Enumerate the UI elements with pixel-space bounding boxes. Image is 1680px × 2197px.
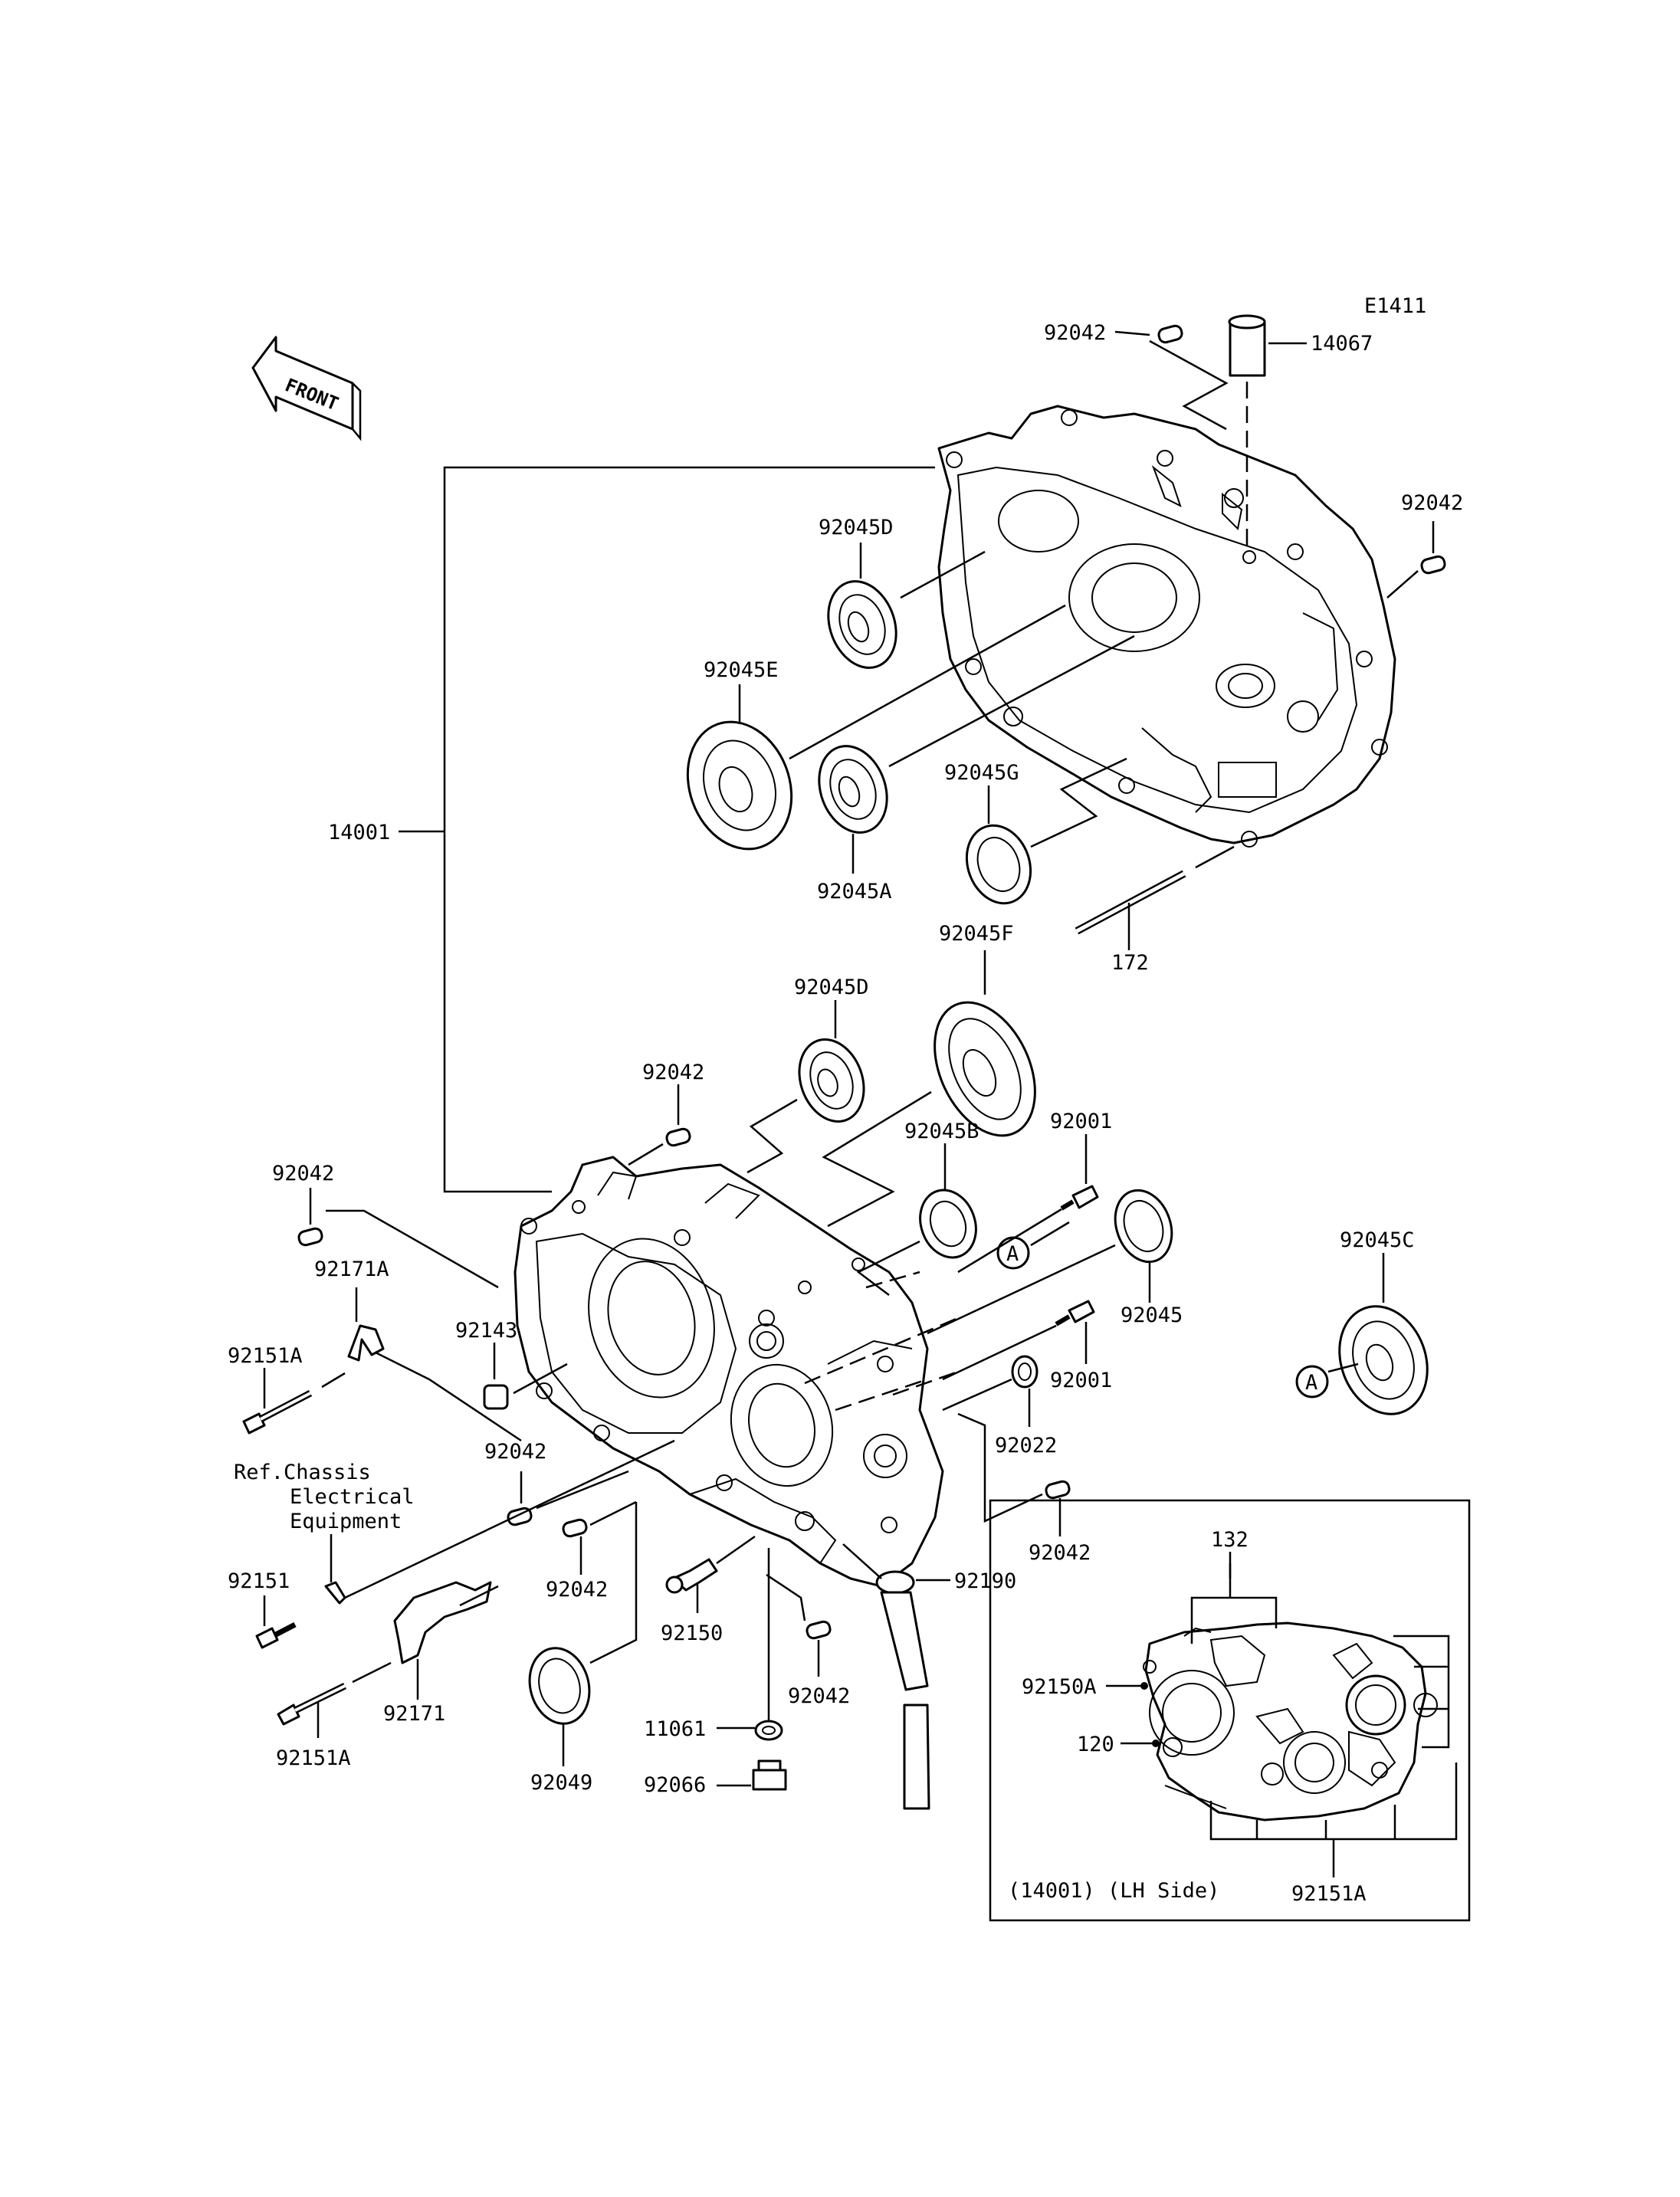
label-14001: 14001 — [328, 821, 390, 844]
crankcase-right-half — [937, 405, 1396, 848]
dowel-pin-92042-left — [297, 1188, 499, 1289]
label-92045: 92045 — [1121, 1303, 1183, 1327]
label-92045A: 92045A — [817, 880, 892, 903]
label-92001-bottom: 92001 — [1050, 1369, 1112, 1392]
clamp-92171A — [347, 1287, 522, 1442]
sleeve-14067 — [1228, 314, 1307, 552]
label-92151A-bottom: 92151A — [276, 1746, 351, 1770]
label-132: 132 — [1211, 1528, 1249, 1552]
label-11061: 11061 — [644, 1717, 706, 1741]
dowel-pin-92042-low-left — [507, 1470, 629, 1526]
ref-chassis-line3: Equipment — [290, 1510, 402, 1533]
crankcase-left-half — [514, 1156, 959, 1588]
label-92045D-top: 92045D — [819, 516, 894, 539]
label-92171A: 92171A — [314, 1258, 389, 1281]
label-92022: 92022 — [995, 1434, 1057, 1458]
hose-92190 — [842, 1543, 950, 1810]
bearing-92045D-top — [827, 543, 986, 669]
seal-92045 — [927, 1189, 1173, 1335]
bolt-92151A-bottom — [277, 1661, 392, 1738]
washer-92022 — [942, 1355, 1039, 1427]
label-92042-low-center: 92042 — [546, 1578, 608, 1602]
dowel-pin-92042-mid — [628, 1084, 691, 1166]
label-92171: 92171 — [383, 1702, 445, 1726]
label-92151A-top: 92151A — [228, 1344, 303, 1368]
diagram-code: E1411 — [1364, 294, 1426, 318]
label-92150: 92150 — [661, 1622, 723, 1645]
switch-92150 — [665, 1535, 756, 1613]
label-92045F: 92045F — [939, 922, 1014, 946]
label-92066: 92066 — [644, 1773, 706, 1797]
bearing-92045D-mid — [746, 1000, 865, 1174]
stud-172 — [1075, 845, 1235, 950]
label-92042-low-left: 92042 — [484, 1440, 546, 1464]
label-92042-bottom-center: 92042 — [788, 1684, 850, 1708]
plug-92066 — [717, 1759, 787, 1791]
label-92190: 92190 — [954, 1569, 1016, 1593]
marker-a-left: A — [996, 1221, 1070, 1270]
bolt-92151 — [255, 1595, 297, 1649]
label-92045C: 92045C — [1340, 1228, 1415, 1252]
label-92042-mid: 92042 — [642, 1061, 704, 1084]
label-92042-left: 92042 — [272, 1162, 334, 1185]
dowel-pin-92042-top — [1114, 324, 1183, 344]
label-92042-right-low: 92042 — [1029, 1541, 1091, 1565]
collar-92143 — [483, 1343, 568, 1410]
label-92042-top: 92042 — [1044, 321, 1106, 345]
label-92151: 92151 — [228, 1569, 290, 1593]
bearing-92045F — [822, 950, 1036, 1228]
dowel-pin-92042-low-center — [562, 1500, 637, 1575]
label-92049: 92049 — [530, 1771, 592, 1795]
marker-a-right-label: A — [1305, 1371, 1317, 1395]
bolt-92001-top — [957, 1134, 1099, 1274]
bracket-92171 — [393, 1581, 499, 1700]
leader-92042-top — [1149, 339, 1229, 431]
washer-11061 — [717, 1548, 783, 1741]
label-92001-top: 92001 — [1050, 1110, 1112, 1133]
front-arrow-icon: FRONT — [251, 336, 362, 441]
bolt-92001-bottom — [942, 1300, 1095, 1381]
ref-chassis-note: Ref.Chassis Electrical Equipment — [234, 1439, 675, 1605]
label-14067: 14067 — [1311, 332, 1373, 356]
label-92151A-inset: 92151A — [1291, 1882, 1367, 1906]
label-120: 120 — [1077, 1733, 1114, 1756]
ref-chassis-line2: Electrical — [290, 1485, 415, 1509]
label-92045G: 92045G — [944, 761, 1019, 785]
dowel-pin-92042-right — [1386, 521, 1446, 598]
bracket-14001 — [399, 466, 935, 1193]
bearing-92045G — [965, 757, 1127, 905]
dowel-pin-92042-bottom-center — [766, 1573, 832, 1677]
seal-92049 — [528, 1502, 638, 1766]
bearing-92045B — [856, 1143, 977, 1296]
marker-a-left-label: A — [1006, 1242, 1019, 1266]
label-92045E: 92045E — [704, 658, 779, 682]
lh-side-inset — [989, 1499, 1471, 1922]
ref-chassis-line1: Ref.Chassis — [234, 1461, 371, 1484]
dowel-pin-92042-right-low — [957, 1412, 1071, 1536]
label-92045D-mid: 92045D — [794, 976, 869, 999]
bearing-92045C — [1327, 1253, 1429, 1415]
label-92045B: 92045B — [904, 1120, 979, 1143]
label-92150A: 92150A — [1022, 1675, 1097, 1699]
bolt-92151A-top — [242, 1368, 346, 1435]
label-92143: 92143 — [455, 1319, 517, 1343]
label-172: 172 — [1111, 951, 1149, 975]
inset-caption: (14001) (LH Side) — [1008, 1879, 1219, 1903]
marker-a-right: A — [1295, 1365, 1329, 1399]
bearing-92045A — [818, 635, 1135, 874]
label-92042-right: 92042 — [1401, 491, 1463, 515]
bearing-92045E — [686, 604, 1066, 851]
